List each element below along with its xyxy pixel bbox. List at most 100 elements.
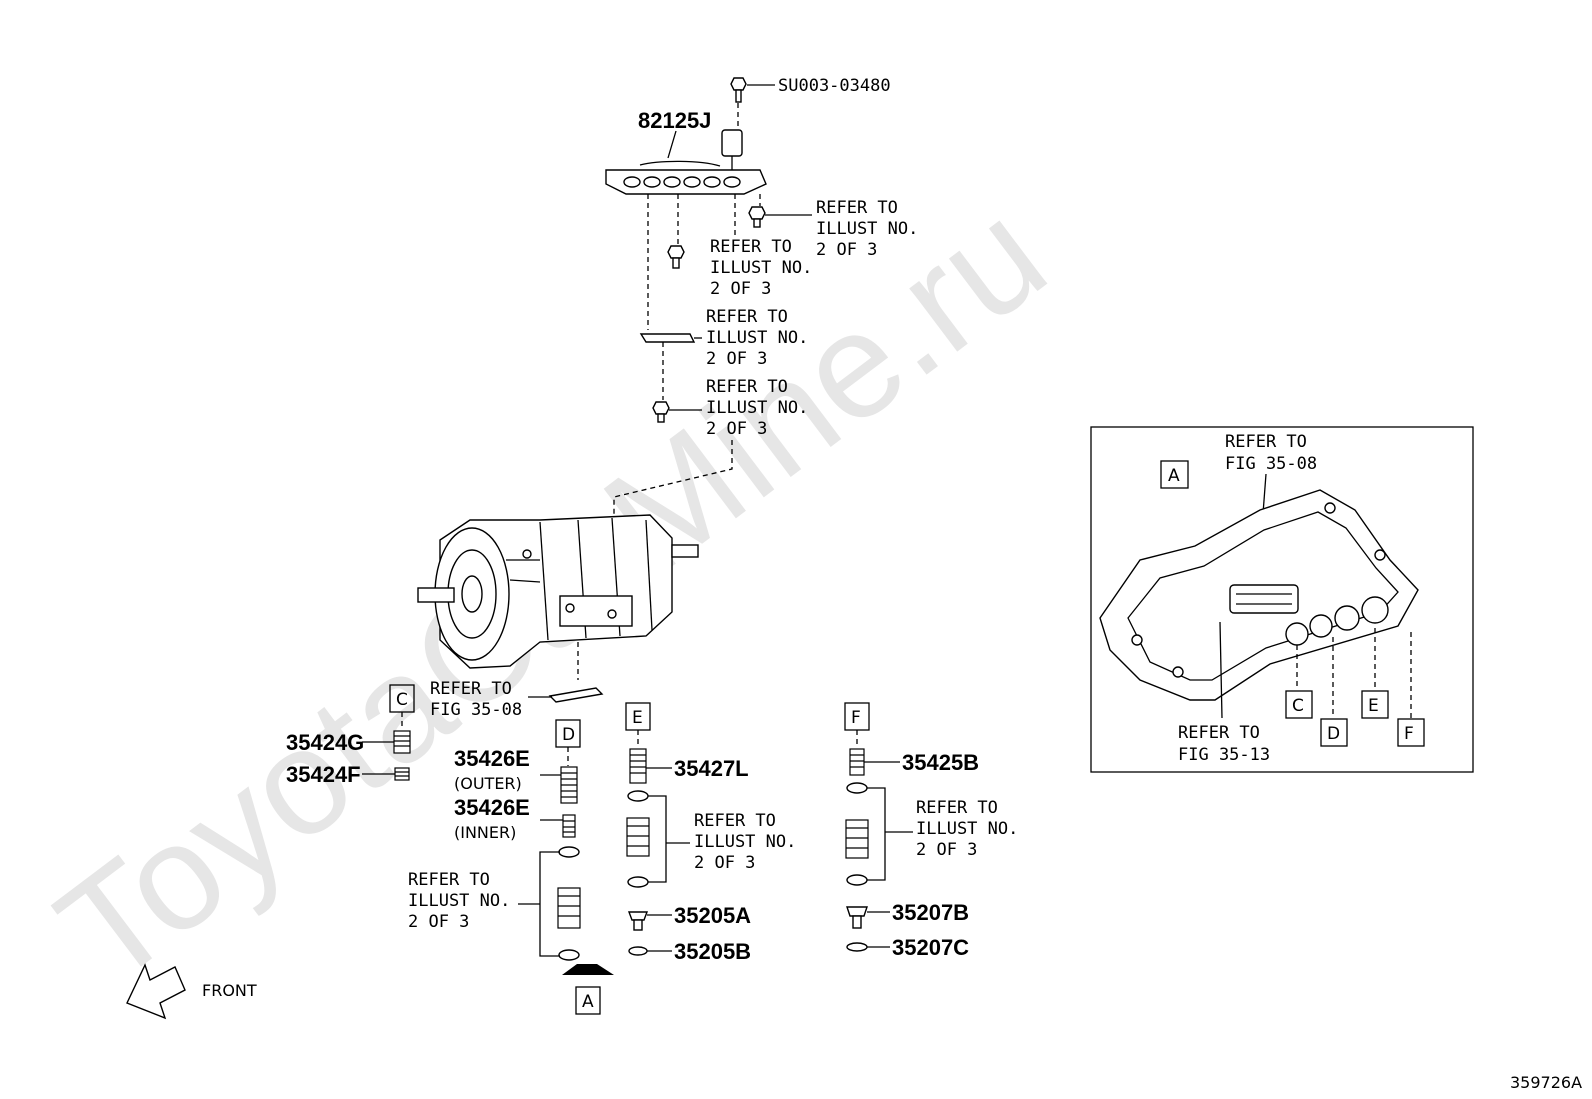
valve-E bbox=[626, 817, 650, 857]
svg-text:2 OF 3: 2 OF 3 bbox=[816, 240, 877, 260]
ref-3: REFER TO ILLUST NO. 2 OF 3 bbox=[706, 307, 808, 369]
ref-8: REFER TO ILLUST NO. 2 OF 3 bbox=[916, 798, 1018, 860]
front-arrow-icon bbox=[126, 963, 186, 1020]
front-label: FRONT bbox=[202, 981, 257, 1000]
svg-text:A: A bbox=[1168, 466, 1180, 486]
svg-text:C: C bbox=[396, 690, 408, 710]
svg-text:ILLUST NO.: ILLUST NO. bbox=[408, 891, 510, 911]
label-35427L: 35427L bbox=[674, 756, 749, 781]
box-E-inset: E bbox=[1361, 690, 1389, 719]
label-35205B: 35205B bbox=[674, 939, 751, 964]
transmission-assembly bbox=[417, 514, 699, 669]
svg-text:REFER TO: REFER TO bbox=[694, 811, 776, 831]
svg-text:REFER TO: REFER TO bbox=[430, 679, 512, 699]
o-ring-f2 bbox=[846, 874, 868, 886]
svg-text:REFER TO: REFER TO bbox=[706, 377, 788, 397]
box-E: E bbox=[625, 702, 651, 731]
svg-text:REFER TO: REFER TO bbox=[710, 237, 792, 257]
bolt-2 bbox=[748, 206, 766, 228]
inset-panel: A REFER TO FIG 35-08 C bbox=[1090, 426, 1474, 773]
label-35424F: 35424F bbox=[286, 762, 361, 787]
svg-text:D: D bbox=[1327, 724, 1340, 744]
bracket bbox=[639, 333, 696, 343]
plug-35207B bbox=[846, 906, 868, 929]
svg-text:2 OF 3: 2 OF 3 bbox=[710, 279, 771, 299]
ref-5: REFER TO FIG 35-08 bbox=[430, 679, 522, 720]
ref-7: REFER TO ILLUST NO. 2 OF 3 bbox=[694, 811, 796, 873]
diagram-code: 359726A bbox=[1510, 1073, 1582, 1092]
ref-4: REFER TO ILLUST NO. 2 OF 3 bbox=[706, 377, 808, 439]
svg-text:2 OF 3: 2 OF 3 bbox=[408, 912, 469, 932]
inset-ref-top: REFER TO FIG 35-08 bbox=[1225, 432, 1317, 474]
label-bolt-top: SU003-03480 bbox=[778, 76, 891, 96]
svg-text:FIG 35-08: FIG 35-08 bbox=[1225, 454, 1317, 474]
label-35425B: 35425B bbox=[902, 750, 979, 775]
label-35424G: 35424G bbox=[286, 730, 364, 755]
svg-text:E: E bbox=[1368, 696, 1379, 716]
label-35207C: 35207C bbox=[892, 935, 969, 960]
svg-text:ILLUST NO.: ILLUST NO. bbox=[816, 219, 918, 239]
svg-text:REFER TO: REFER TO bbox=[816, 198, 898, 218]
inset-ref-bottom: REFER TO FIG 35-13 bbox=[1178, 723, 1270, 765]
plug-35424F bbox=[394, 767, 410, 781]
o-ring-d1 bbox=[558, 846, 580, 858]
note-inner: (INNER) bbox=[454, 823, 516, 842]
valve-D bbox=[557, 887, 581, 929]
valve-F bbox=[845, 819, 869, 859]
svg-text:C: C bbox=[1292, 696, 1304, 716]
svg-text:ILLUST NO.: ILLUST NO. bbox=[916, 819, 1018, 839]
spring-35424G bbox=[393, 730, 411, 754]
valve-body bbox=[1099, 489, 1419, 701]
box-A-inset: A bbox=[1160, 460, 1189, 489]
note-outer: (OUTER) bbox=[454, 774, 522, 793]
o-ring-e2 bbox=[627, 876, 649, 888]
spring-35425B bbox=[849, 748, 865, 776]
svg-text:REFER TO: REFER TO bbox=[1178, 723, 1260, 743]
svg-text:2 OF 3: 2 OF 3 bbox=[706, 349, 767, 369]
svg-text:REFER TO: REFER TO bbox=[916, 798, 998, 818]
spring-35426E-inner bbox=[562, 814, 576, 838]
ref-2: REFER TO ILLUST NO. 2 OF 3 bbox=[710, 237, 812, 299]
svg-text:ILLUST NO.: ILLUST NO. bbox=[706, 328, 808, 348]
svg-text:D: D bbox=[562, 725, 575, 745]
svg-text:2 OF 3: 2 OF 3 bbox=[916, 840, 977, 860]
bolt-3 bbox=[667, 245, 685, 269]
bolt-4 bbox=[652, 401, 670, 423]
box-D-inset: D bbox=[1320, 718, 1348, 747]
spring-35426E-outer bbox=[560, 766, 578, 804]
svg-text:ILLUST NO.: ILLUST NO. bbox=[694, 832, 796, 852]
svg-text:REFER TO: REFER TO bbox=[706, 307, 788, 327]
label-35426E-inner: 35426E bbox=[454, 795, 530, 820]
box-C-inset: C bbox=[1285, 690, 1313, 719]
plate-fig-35-08 bbox=[548, 687, 604, 703]
spring-35427L bbox=[629, 748, 647, 784]
label-harness: 82125J bbox=[638, 108, 711, 133]
label-35426E-outer: 35426E bbox=[454, 746, 530, 771]
svg-text:E: E bbox=[632, 708, 643, 728]
svg-text:REFER TO: REFER TO bbox=[408, 870, 490, 890]
svg-text:2 OF 3: 2 OF 3 bbox=[694, 853, 755, 873]
box-A-bottom: A bbox=[575, 986, 601, 1015]
ref-1: REFER TO ILLUST NO. 2 OF 3 bbox=[816, 198, 918, 260]
o-ring-e1 bbox=[627, 790, 649, 802]
svg-text:REFER TO: REFER TO bbox=[1225, 432, 1307, 452]
arrow-up-A bbox=[562, 964, 614, 975]
ref-6: REFER TO ILLUST NO. 2 OF 3 bbox=[408, 870, 510, 932]
clip-35205B bbox=[628, 946, 648, 956]
svg-text:FIG 35-13: FIG 35-13 bbox=[1178, 745, 1270, 765]
wiring-harness bbox=[605, 129, 767, 195]
plug-35205A bbox=[627, 911, 649, 931]
box-F: F bbox=[844, 702, 870, 731]
top-bolt bbox=[730, 77, 747, 103]
o-ring-f1 bbox=[846, 782, 868, 794]
o-ring-d2 bbox=[558, 949, 580, 961]
clip-35207C bbox=[846, 942, 868, 952]
svg-text:F: F bbox=[1404, 724, 1414, 744]
box-F-inset: F bbox=[1397, 718, 1425, 747]
label-35205A: 35205A bbox=[674, 903, 751, 928]
svg-text:2 OF 3: 2 OF 3 bbox=[706, 419, 767, 439]
svg-text:A: A bbox=[582, 992, 594, 1012]
label-35207B: 35207B bbox=[892, 900, 969, 925]
svg-text:F: F bbox=[851, 708, 861, 728]
